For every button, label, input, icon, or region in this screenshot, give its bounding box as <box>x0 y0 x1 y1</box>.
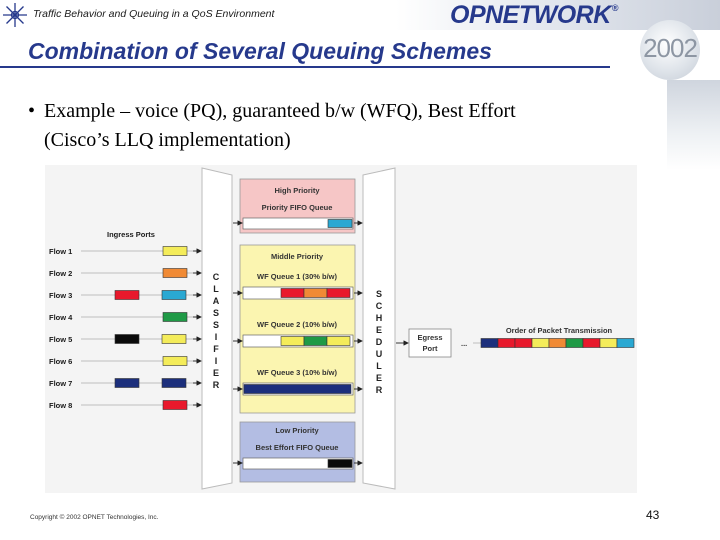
wf-queue-packet <box>303 288 328 298</box>
bullet-point: • Example – voice (PQ), guaranteed b/w (… <box>28 97 648 155</box>
transmitted-packet <box>565 338 584 348</box>
classifier-letter: E <box>213 368 219 378</box>
classifier-letter: F <box>213 344 219 354</box>
scheduler-letter: E <box>376 373 382 383</box>
flow-packet <box>114 290 140 300</box>
priority-queue-buffer <box>242 217 354 230</box>
classifier-letter: C <box>213 272 220 282</box>
decorative-strip <box>667 80 720 170</box>
wf-queue-packet <box>326 288 351 298</box>
flow-label: Flow 7 <box>49 379 72 388</box>
classifier-letter: R <box>213 380 220 390</box>
transmitted-packet <box>582 338 601 348</box>
scheduler-letter: L <box>376 361 382 371</box>
wf-queue-packet <box>326 336 351 346</box>
flow-packet <box>162 268 188 278</box>
scheduler-letter: H <box>376 313 383 323</box>
egress-label-line-1: Egress <box>417 333 442 342</box>
ingress-ports-label: Ingress Ports <box>107 230 155 239</box>
high-priority-title: High Priority <box>274 186 320 195</box>
egress-label-line-2: Port <box>423 344 439 353</box>
flow-label: Flow 8 <box>49 401 72 410</box>
flow-packet <box>162 356 188 366</box>
flow-label: Flow 5 <box>49 335 72 344</box>
classifier-letter: I <box>215 356 218 366</box>
year-badge: 2002 <box>640 20 700 80</box>
priority-queue-label: Priority FIFO Queue <box>262 203 333 212</box>
flow-packet <box>162 400 188 410</box>
classifier-letter: I <box>215 332 218 342</box>
transmitted-packet <box>497 338 516 348</box>
wf-queue-packet <box>303 336 328 346</box>
year-text: 2002 <box>643 33 698 63</box>
bullet-dot: • <box>28 100 36 122</box>
copyright-notice: Copyright © 2002 OPNET Technologies, Inc… <box>30 514 159 521</box>
transmitted-packet <box>548 338 567 348</box>
best-effort-queue-packet <box>327 459 353 468</box>
wf-queue-packet <box>280 336 305 346</box>
flow-packet <box>114 378 140 388</box>
classifier-letter: A <box>213 296 220 306</box>
classifier-letter: S <box>213 320 219 330</box>
title-divider <box>0 66 610 68</box>
wf-queue-label: WF Queue 2 (10% b/w) <box>257 320 338 329</box>
wf-queue-label: WF Queue 1 (30% b/w) <box>257 272 338 281</box>
wf-queue-label: WF Queue 3 (10% b/w) <box>257 368 338 377</box>
starburst-icon <box>3 3 27 27</box>
flow-label: Flow 4 <box>49 313 73 322</box>
egress-ellipsis: ... <box>461 339 467 348</box>
transmitted-packet <box>480 338 499 348</box>
flow-label: Flow 3 <box>49 291 72 300</box>
wf-queue-packet <box>280 288 305 298</box>
brand-name: OPNETWORK <box>450 1 611 29</box>
low-priority-panel <box>239 421 356 483</box>
flow-packet <box>161 378 187 388</box>
registered-mark: ® <box>611 3 619 13</box>
flow-label: Flow 2 <box>49 269 72 278</box>
flow-label: Flow 1 <box>49 247 72 256</box>
header-title: Traffic Behavior and Queuing in a QoS En… <box>33 8 275 20</box>
middle-priority-title: Middle Priority <box>271 252 324 261</box>
header-band <box>0 0 720 30</box>
scheduler-letter: R <box>376 385 383 395</box>
wf-queue-packet <box>243 384 352 394</box>
priority-queue-packet <box>327 219 353 228</box>
transmitted-packet <box>531 338 550 348</box>
transmission-order-title: Order of Packet Transmission <box>506 326 613 335</box>
classifier-letter: S <box>213 308 219 318</box>
classifier-letter: L <box>213 284 219 294</box>
scheduler-block <box>362 167 396 490</box>
scheduler-letter: S <box>376 289 382 299</box>
scheduler-letter: E <box>376 325 382 335</box>
bullet-line-1: Example – voice (PQ), guaranteed b/w (WF… <box>44 100 516 122</box>
transmitted-packet <box>514 338 533 348</box>
best-effort-queue-buffer <box>242 457 354 470</box>
flow-packet <box>161 334 187 344</box>
low-priority-title: Low Priority <box>275 426 319 435</box>
transmitted-packet <box>616 338 635 348</box>
scheduler-letter: D <box>376 337 383 347</box>
flow-packet <box>162 312 188 322</box>
flow-label: Flow 6 <box>49 357 72 366</box>
classifier-block <box>201 167 233 490</box>
best-effort-queue-label: Best Effort FIFO Queue <box>256 443 339 452</box>
transmitted-packet <box>599 338 618 348</box>
flow-packet <box>114 334 140 344</box>
flow-packet <box>161 290 187 300</box>
slide-title: Combination of Several Queuing Schemes <box>28 38 492 64</box>
scheduler-letter: U <box>376 349 383 359</box>
egress-port-box <box>408 328 452 358</box>
page-number: 43 <box>646 508 660 522</box>
flow-packet <box>162 246 188 256</box>
scheduler-letter: C <box>376 301 383 311</box>
opnetwork-logo: OPNETWORK® <box>450 2 618 28</box>
bullet-line-2: (Cisco’s LLQ implementation) <box>44 129 291 151</box>
